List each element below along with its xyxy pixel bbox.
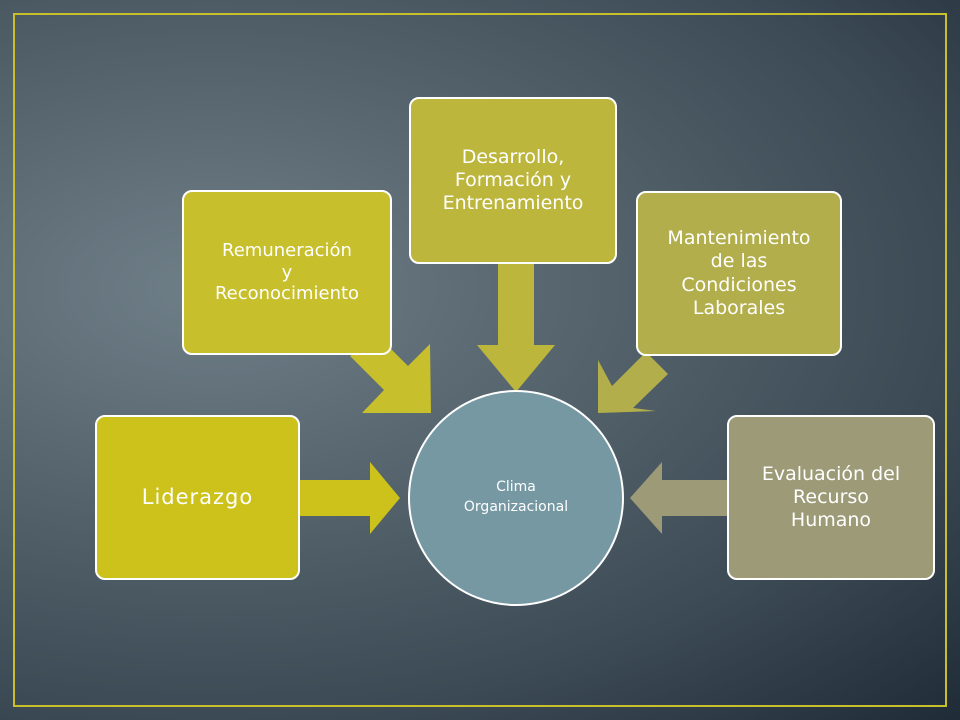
box-remuneracion: Remuneración y Reconocimiento [182, 190, 392, 355]
slide-frame [13, 13, 947, 707]
box-desarrollo: Desarrollo, Formación y Entrenamiento [409, 97, 617, 264]
box-evaluacion: Evaluación del Recurso Humano [727, 415, 935, 580]
center-circle: Clima Organizacional [408, 390, 624, 606]
arrow-liderazgo [300, 462, 400, 534]
arrow-desarrollo [477, 264, 555, 392]
arrow-mantenimiento [598, 352, 668, 413]
arrow-evaluacion [630, 462, 727, 534]
box-mantenimiento: Mantenimiento de las Condiciones Laboral… [636, 191, 842, 356]
box-liderazgo: Liderazgo [95, 415, 300, 580]
